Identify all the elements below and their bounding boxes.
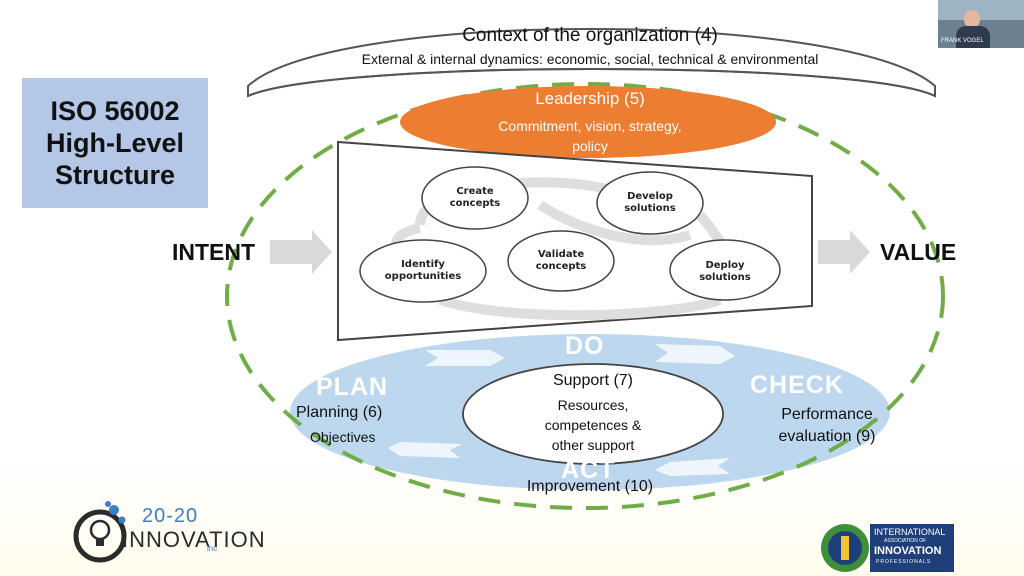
create-concepts-ellipse — [421, 166, 529, 230]
title-line-3: Structure — [54, 160, 176, 190]
develop-solutions-label: Develop solutions — [624, 191, 676, 214]
performance-line-2: evaluation (9) — [778, 428, 876, 445]
pdca-check-label: CHECK — [750, 371, 844, 399]
logo-2020-number: 20-20 — [142, 505, 199, 527]
support-line-3: other support — [551, 437, 635, 453]
person-head — [964, 10, 980, 28]
webcam-name-label: FRANK VOGEL — [941, 38, 984, 44]
iso-title-box: ISO 56002 High-Level Structure — [22, 78, 208, 208]
support-line-1: Resources, — [557, 397, 629, 413]
pdca-plan-label: PLAN — [316, 373, 389, 401]
validate-concepts-ellipse — [507, 230, 615, 292]
deploy-solutions-ellipse — [669, 239, 781, 301]
improvement-label: Improvement (10) — [526, 478, 654, 495]
intent-arrow — [270, 230, 332, 274]
title-line-2: High-Level — [45, 128, 185, 158]
leadership-title: Leadership (5) — [535, 89, 645, 108]
iaip-logo-mark — [821, 524, 869, 572]
webcam-thumbnail[interactable] — [938, 0, 1024, 48]
logo-2020-inc: inc — [207, 544, 218, 553]
performance-evaluation: Performance evaluation (9) — [765, 404, 889, 448]
value-arrow — [818, 230, 870, 274]
leadership-line-1: Commitment, vision, strategy, — [498, 118, 682, 134]
develop-solutions-ellipse — [596, 171, 704, 235]
leadership-ellipse — [400, 86, 776, 158]
context-title: Context of the organization (4) — [462, 25, 718, 46]
planning-title: Planning (6) — [296, 404, 383, 421]
leadership-line-2: policy — [572, 138, 608, 154]
title-line-1: ISO 56002 — [50, 96, 180, 126]
innovation-2020-logo-mark — [73, 501, 127, 563]
logo-2020-wordmark: INNOVATION — [122, 527, 266, 552]
support-ellipse — [462, 363, 724, 465]
context-dashed-boundary — [225, 82, 945, 510]
deploy-solutions-label: Deploy solutions — [699, 260, 751, 283]
support-title: Support (7) — [552, 372, 634, 389]
iaip-line-4: PROFESSIONALS — [876, 559, 932, 565]
leadership-description: Commitment, vision, strategy, policy — [460, 116, 720, 156]
iaip-line-2: ASSOCIATION OF — [884, 538, 927, 544]
context-subtitle: External & internal dynamics: economic, … — [361, 51, 819, 67]
validate-concepts-label: Validate concepts — [535, 249, 587, 272]
person-body — [956, 26, 990, 48]
planning-objectives: Objectives — [310, 429, 376, 445]
create-concepts-label: Create concepts — [449, 186, 501, 209]
pdca-act-label: ACT — [561, 456, 616, 484]
support-line-2: competences & — [544, 417, 642, 433]
pdca-do-label: DO — [565, 332, 605, 360]
identify-opportunities-label: Identify opportunities — [384, 259, 462, 282]
support-description: Resources, competences & other support — [508, 395, 678, 455]
identify-opportunities-ellipse — [359, 239, 487, 303]
value-label: VALUE — [880, 239, 957, 265]
iaip-line-1: INTERNATIONAL — [874, 527, 946, 537]
pdca-chevrons — [388, 344, 735, 476]
iaip-logo: INTERNATIONAL ASSOCIATION OF INNOVATION … — [870, 524, 954, 572]
performance-line-1: Performance — [781, 406, 873, 423]
iaip-line-3: INNOVATION — [874, 545, 942, 557]
intent-label: INTENT — [172, 239, 256, 265]
